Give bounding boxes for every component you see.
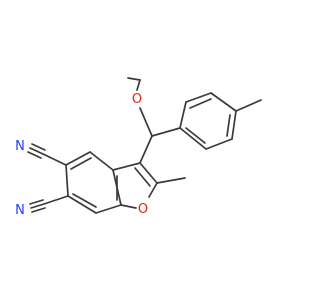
bond [65,151,91,166]
bond [139,162,158,184]
bond [127,77,141,81]
atom-label-furan-oxygen: O [138,202,148,217]
bond [235,99,262,112]
bond [43,195,69,205]
bond [189,98,212,109]
bond [95,204,122,214]
bond [120,204,137,209]
bond [29,199,44,205]
bond [139,135,153,164]
bond [148,182,158,198]
bond [67,195,97,214]
bond [151,127,181,137]
bond [29,147,44,155]
atom-labels: O O N N [15,92,148,218]
atom-label-nitrile-nitrogen-lower: N [15,203,25,218]
bond [185,92,212,103]
bond [139,107,153,137]
bond [72,193,97,208]
atom-label-nitrile-nitrogen-upper: N [15,139,25,154]
bonds [27,77,262,214]
bond [31,207,46,213]
bond [226,114,231,137]
bond [70,157,92,170]
bond [112,162,141,171]
bond [134,167,151,187]
bond [65,164,69,197]
bond [30,203,45,209]
bond [210,92,237,112]
bond [179,127,207,150]
bond [185,127,206,144]
atom-label-methoxy-oxygen: O [132,92,142,107]
bond [89,151,114,171]
bond [136,79,141,91]
bond [42,153,67,166]
bond [156,177,186,184]
bond [231,110,237,140]
molecule-structure-diagram: O O N N [15,77,262,218]
bond [179,101,187,129]
bond [31,143,46,151]
bond [205,138,233,150]
bond [27,151,42,159]
